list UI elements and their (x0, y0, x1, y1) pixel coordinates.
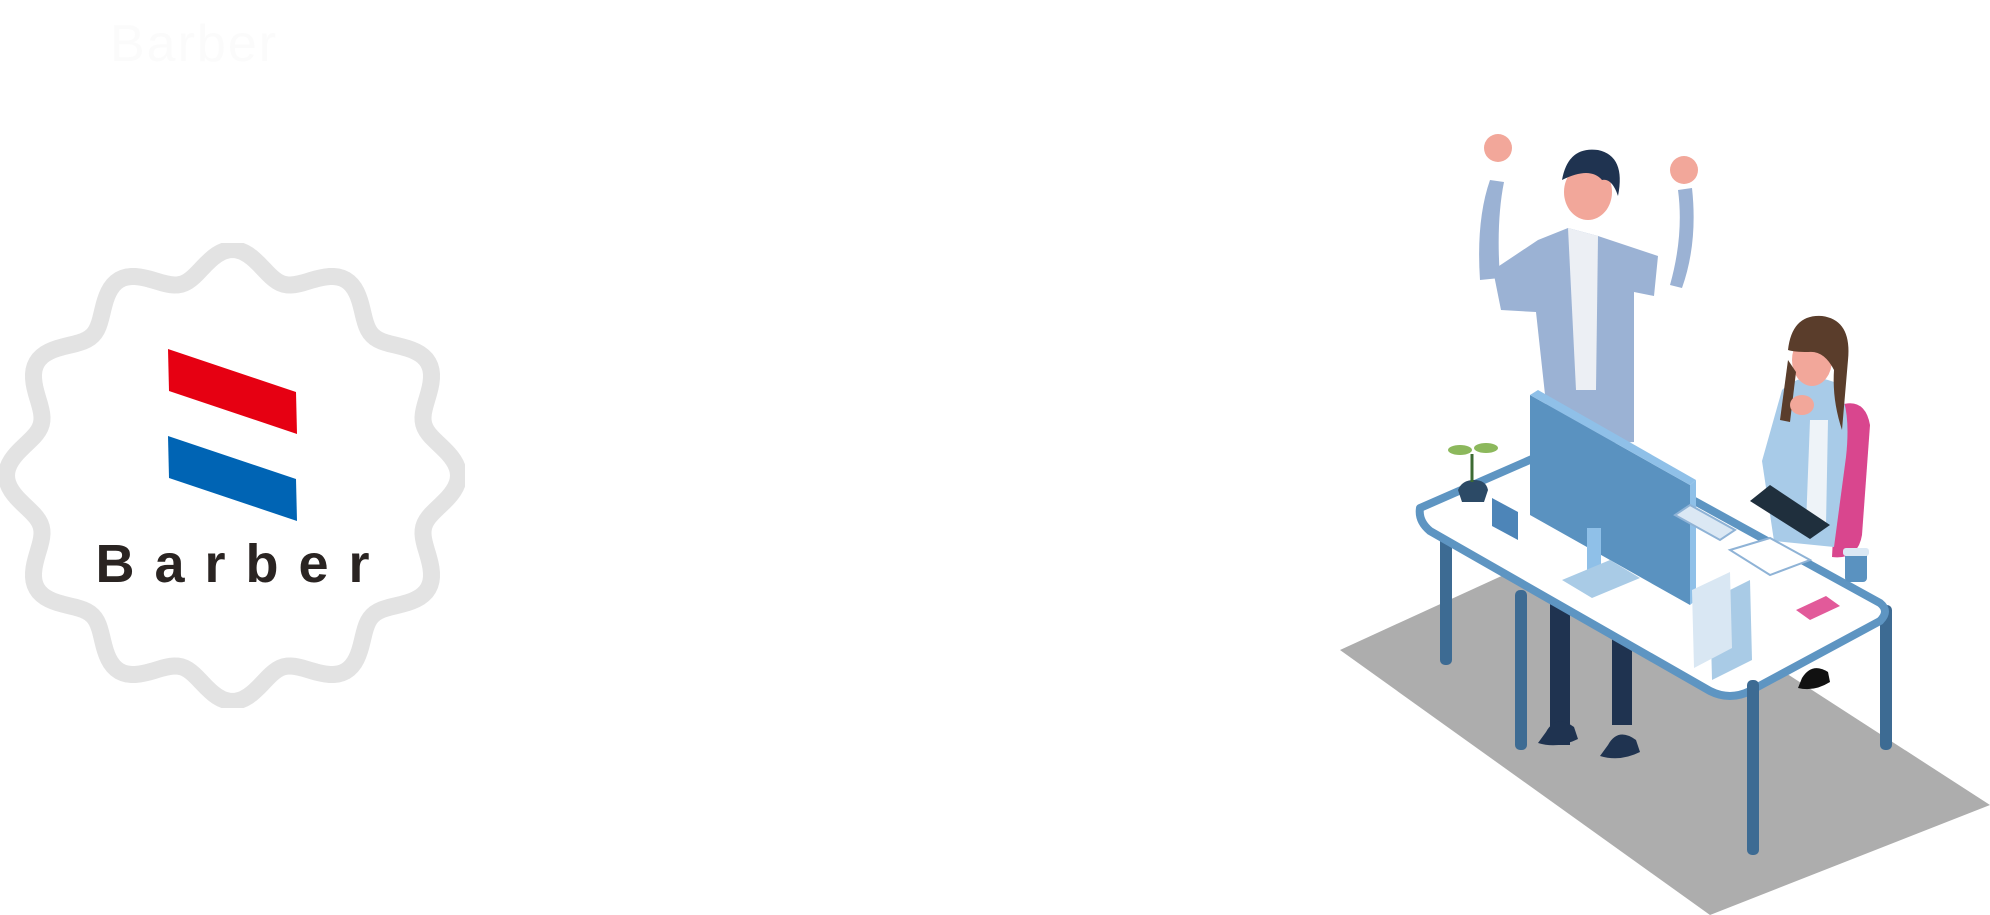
office-workers-celebrating-icon (1340, 134, 1990, 915)
wavy-badge-icon (0, 243, 465, 708)
office-illustration (1340, 120, 1990, 915)
blue-stripe (168, 436, 297, 521)
red-stripe (168, 349, 297, 434)
brand-watermark: Barber (110, 15, 279, 73)
barber-logo-badge: Barber (0, 243, 465, 708)
logo-wordmark: Barber (95, 534, 390, 594)
